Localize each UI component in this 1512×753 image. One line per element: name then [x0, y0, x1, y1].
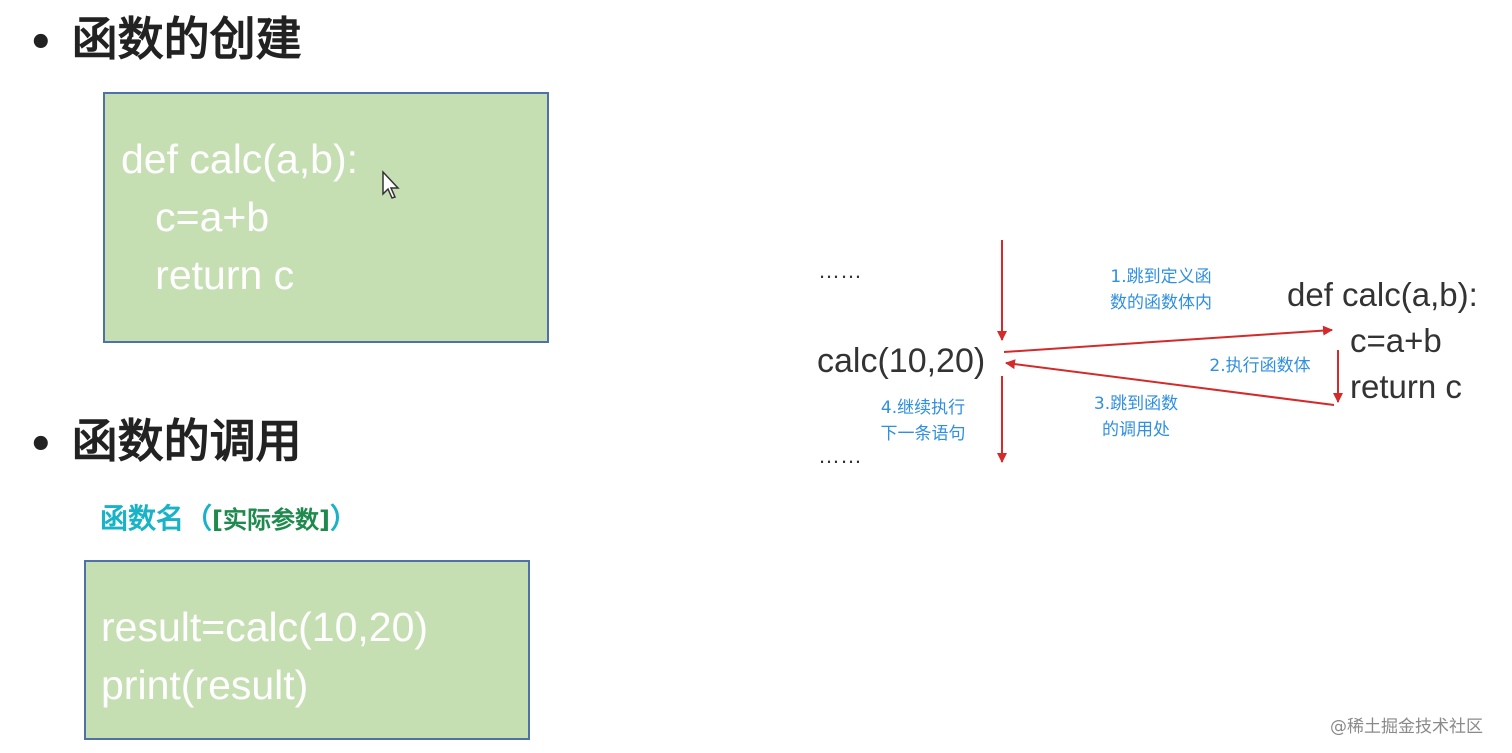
step-2-label: 2.执行函数体: [1209, 356, 1311, 376]
arrow-step1: [1003, 325, 1333, 353]
arrow-step3: [1005, 359, 1335, 406]
ellipsis-bottom: ……: [818, 443, 862, 468]
section-heading-call: •函数的调用: [28, 418, 302, 465]
code-line: print(result): [101, 662, 309, 708]
diagram-def-line: return c: [1350, 368, 1462, 405]
diagram-def-line: def calc(a,b):: [1287, 276, 1478, 313]
heading-text: 函数的调用: [71, 414, 302, 468]
bullet-dot: •: [28, 19, 54, 66]
arguments-label: [实际参数]: [212, 506, 330, 534]
section-heading-create: •函数的创建: [28, 16, 302, 63]
open-paren: （: [184, 502, 213, 535]
definition-code-box: def calc(a,b): c=a+b return c: [103, 92, 549, 343]
call-syntax: 函数名（[实际参数]）: [100, 497, 358, 537]
code-line: result=calc(10,20): [101, 604, 429, 650]
mouse-cursor-icon: [382, 170, 400, 199]
step-1-label: 1.跳到定义函 数的函数体内: [1110, 267, 1212, 313]
calc-call-text: calc(10,20): [817, 342, 986, 380]
call-code-box: result=calc(10,20) print(result): [84, 560, 530, 740]
watermark: @稀土掘金技术社区: [1330, 717, 1483, 737]
close-paren: ）: [329, 502, 358, 535]
heading-text: 函数的创建: [71, 12, 302, 66]
diagram-def-line: c=a+b: [1350, 322, 1442, 359]
ellipsis-top: ……: [818, 258, 862, 283]
code-line: def calc(a,b):: [121, 136, 358, 182]
code-line: c=a+b: [121, 194, 270, 240]
step-3-label: 3.跳到函数 的调用处: [1093, 394, 1179, 440]
function-name-label: 函数名: [100, 502, 185, 535]
step-4-label: 4.继续执行 下一条语句: [880, 398, 966, 444]
code-line: return c: [121, 252, 295, 298]
bullet-dot: •: [28, 421, 54, 468]
